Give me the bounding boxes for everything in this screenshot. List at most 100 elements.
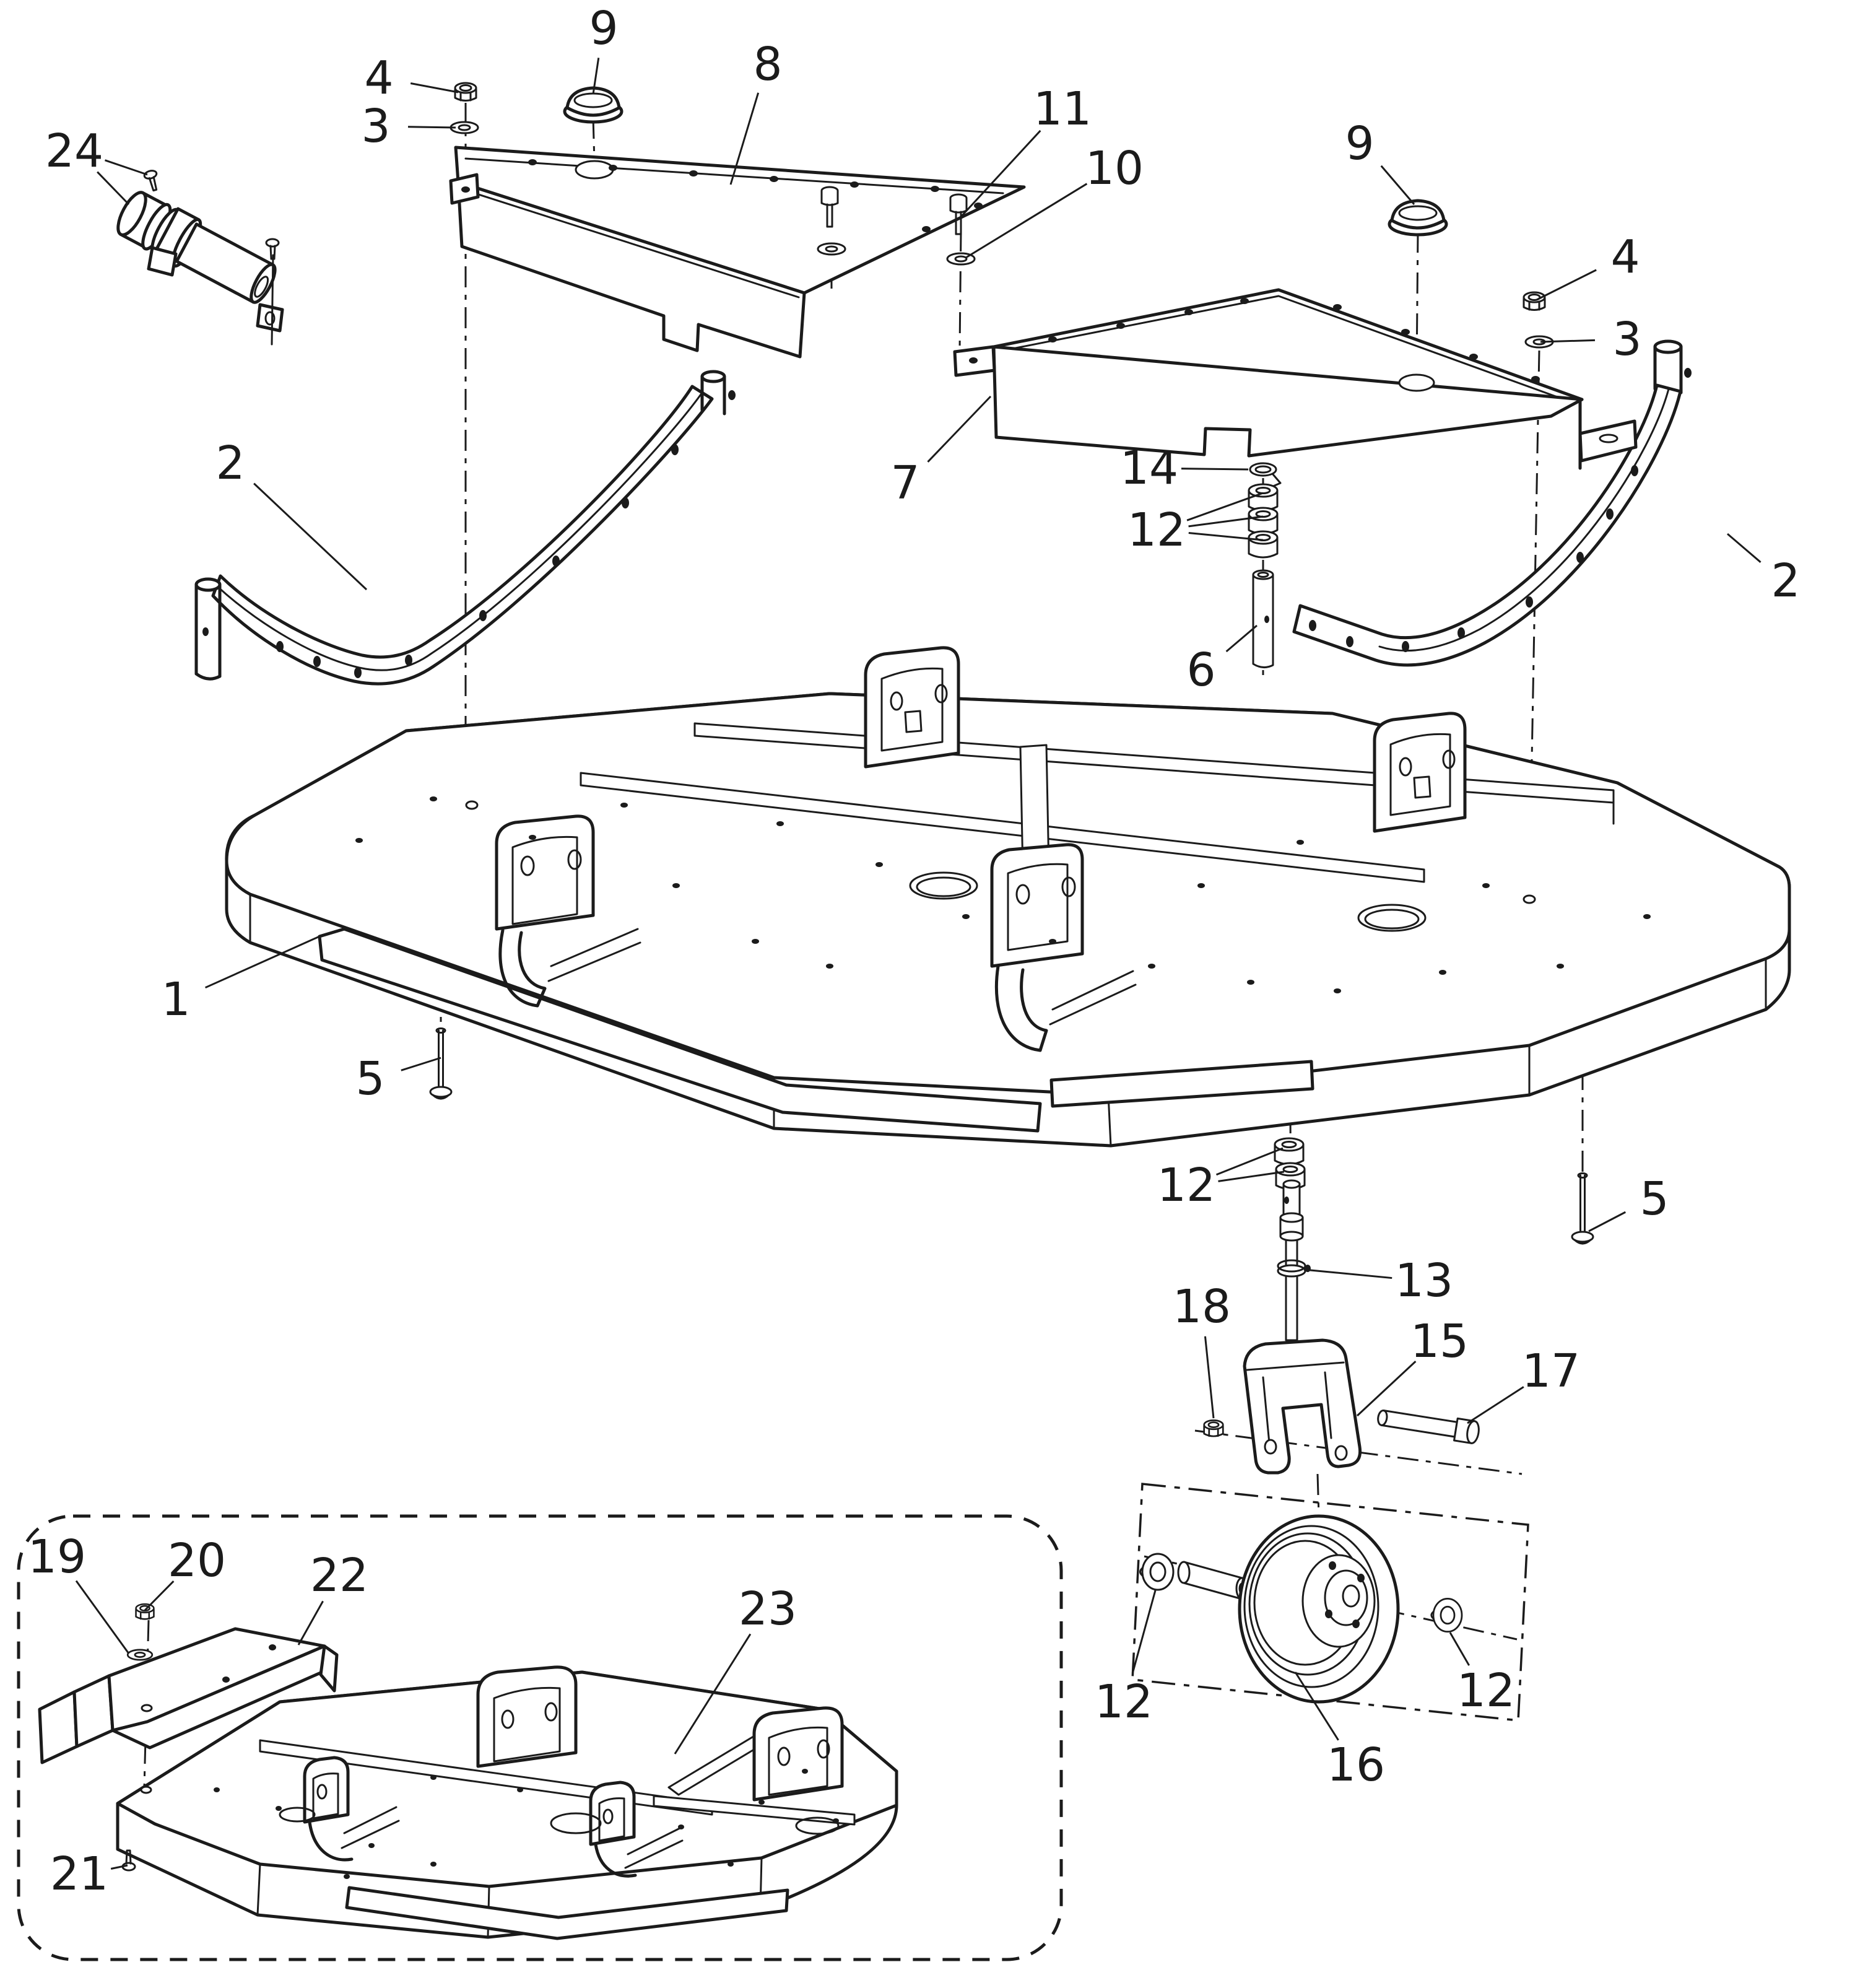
callout-label-2: 2: [1771, 554, 1800, 608]
callout-label-19: 19: [28, 1530, 86, 1584]
callout-label-23: 23: [739, 1582, 797, 1636]
caster-wheel-16: [1238, 1514, 1400, 1704]
callout-22: 22: [297, 1549, 368, 1646]
callout-9: 9: [589, 2, 619, 95]
leader-line-3: [407, 126, 456, 129]
callout-15: 15: [1356, 1315, 1469, 1417]
callout-21: 21: [50, 1847, 128, 1901]
right-plug-9: [1389, 201, 1446, 235]
callout-18: 18: [1173, 1280, 1231, 1419]
leader-line-12: [1188, 531, 1264, 541]
callout-12: 12: [1095, 1590, 1157, 1729]
leader-line-12: [1449, 1632, 1470, 1666]
cap-hole: [1398, 373, 1435, 392]
spacer-tube-6: [1252, 569, 1274, 668]
spindle-openings: [909, 871, 1427, 932]
arm-holes: [276, 444, 679, 678]
callout-16: 16: [1294, 1672, 1385, 1792]
callout-label-20: 20: [168, 1534, 226, 1587]
axle-spacer: [1177, 1561, 1249, 1600]
leader-line-18: [1204, 1336, 1215, 1419]
callout-19: 19: [28, 1530, 130, 1654]
deck-bracket-4: [990, 843, 1137, 1052]
callout-13: 13: [1303, 1254, 1453, 1307]
callout-7: 7: [890, 395, 992, 510]
deck-bolt-5-left: [429, 1027, 453, 1100]
callout-24: 24: [45, 124, 148, 206]
leader-line-2: [1727, 533, 1762, 563]
leader-line-5: [1588, 1211, 1627, 1232]
callout-17: 17: [1467, 1345, 1580, 1424]
leader-line-12: [1218, 1171, 1285, 1182]
deck-bracket-1: [864, 646, 960, 769]
callout-2: 2: [1727, 533, 1801, 608]
callout-label-3: 3: [361, 100, 390, 153]
callout-label-13: 13: [1395, 1254, 1453, 1307]
fork-nut-18: [1203, 1419, 1224, 1437]
callout-12: 12: [1449, 1632, 1515, 1717]
leader-line-10: [965, 183, 1088, 259]
axle-bolt-17: [1377, 1409, 1480, 1444]
front-baffle-right: [1049, 1060, 1314, 1108]
leader-line-13: [1303, 1268, 1392, 1280]
wheel-bushing-12-right: [1430, 1597, 1463, 1633]
callout-label-12: 12: [1457, 1664, 1515, 1717]
right-locknut-4: [1523, 291, 1546, 311]
callout-14: 14: [1120, 442, 1249, 495]
leader-line-22: [297, 1600, 324, 1646]
inset-baffle: [345, 1886, 789, 1940]
leader-line-9: [1380, 165, 1415, 205]
deck-bracket-2: [1373, 712, 1467, 833]
callout-4: 4: [364, 51, 459, 105]
callout-label-6: 6: [1186, 643, 1215, 697]
callout-label-4: 4: [364, 51, 393, 105]
leader-line-24: [105, 159, 148, 176]
leader-line-24: [97, 171, 130, 206]
leader-line-4: [410, 82, 459, 94]
callout-label-15: 15: [1410, 1315, 1469, 1368]
cover8-rivets: [528, 159, 983, 232]
callout-label-1: 1: [161, 973, 190, 1026]
leader-line-5: [401, 1057, 441, 1071]
roller-bracket: [256, 303, 284, 333]
bushing-12-upper-3: [1248, 530, 1279, 559]
callout-label-3: 3: [1612, 313, 1641, 366]
leader-line-12: [1215, 1147, 1284, 1176]
inset-detail-box: [17, 1514, 1063, 1961]
callout-label-2: 2: [215, 437, 245, 490]
leader-line-6: [1225, 624, 1258, 653]
front-baffle-left: [318, 927, 1042, 1133]
callout-label-9: 9: [1345, 117, 1374, 170]
leader-line-15: [1356, 1361, 1417, 1417]
deck-bracket-3: [495, 814, 641, 1008]
callout-4: 4: [1536, 230, 1640, 301]
leader-line-12: [1131, 1590, 1157, 1674]
leader-line-9: [592, 58, 600, 95]
callout-label-4: 4: [1610, 230, 1640, 284]
callout-12: 12: [1157, 1147, 1285, 1212]
leader-line-2: [253, 482, 368, 591]
callout-1: 1: [161, 935, 320, 1026]
callout-label-17: 17: [1522, 1345, 1580, 1398]
callout-3: 3: [1540, 313, 1642, 366]
callout-label-12: 12: [1095, 1675, 1153, 1729]
inset-washer-19: [126, 1649, 154, 1661]
inset-bracket-4: [589, 1781, 684, 1878]
callout-label-5: 5: [1640, 1172, 1669, 1226]
left-belt-cover: [449, 146, 1026, 359]
caster-fork-15: [1243, 1338, 1362, 1475]
cover-washer-center: [817, 242, 846, 256]
clamp-14: [1249, 462, 1282, 488]
left-arm: [194, 370, 736, 686]
inset-cover-22: [38, 1627, 339, 1764]
callout-label-24: 24: [45, 124, 103, 178]
leader-line-19: [75, 1580, 130, 1654]
right-belt-cover: [953, 288, 1638, 470]
callout-label-7: 7: [890, 456, 919, 510]
inset-bracket-1: [476, 1665, 578, 1768]
right-arm: [1292, 339, 1692, 667]
roller-strap-tab: [147, 246, 178, 277]
